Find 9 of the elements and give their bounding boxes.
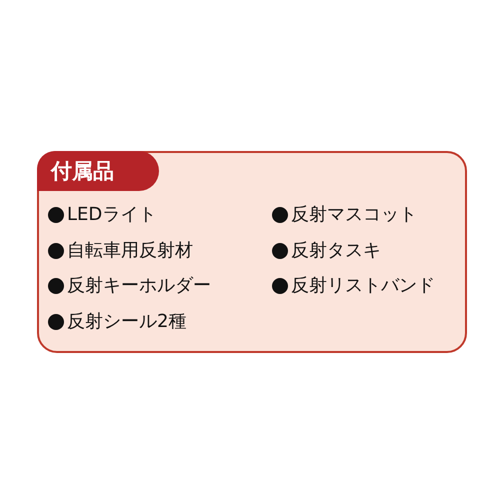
list-item: 自転車用反射材: [67, 238, 193, 263]
list-item: 反射タスキ: [291, 238, 381, 263]
list-item: LEDライト: [67, 203, 156, 227]
list-item: 反射キーホルダー: [67, 274, 211, 298]
heading-tab: 付属品: [37, 151, 159, 191]
list-panel: [37, 151, 467, 353]
list-item: 反射シール2種: [67, 310, 186, 334]
list-item: 反射マスコット: [291, 203, 417, 227]
list-item: 反射リストバンド: [291, 274, 435, 298]
